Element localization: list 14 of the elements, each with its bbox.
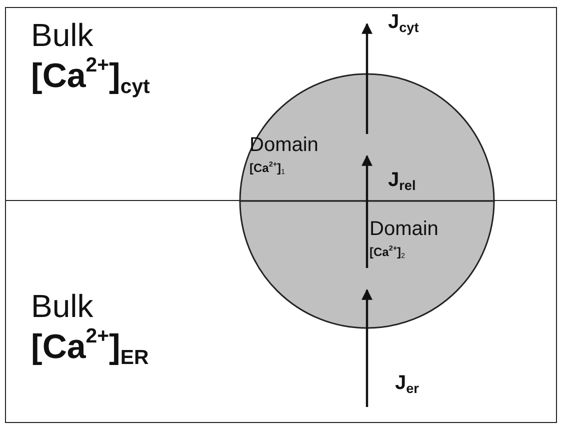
- compartment-region: [5, 7, 557, 202]
- region-heading: Domain: [370, 218, 438, 240]
- flux-label: J$_{rel}$: [388, 170, 416, 190]
- compartment-region: [5, 200, 557, 423]
- concentration-label: [Ca$^{2+}$]$_{2}$: [370, 246, 406, 259]
- concentration-label: [Ca$^{2+}$]$_{cyt}$: [31, 58, 150, 96]
- concentration-label: [Ca$^{2+}$]$_{1}$: [250, 162, 286, 175]
- flux-arrow: [362, 22, 372, 134]
- concentration-label: [Ca$^{2+}$]$_{ER}$: [31, 329, 149, 366]
- flux-arrow: [362, 288, 372, 407]
- region-heading: Bulk: [31, 289, 94, 324]
- region-heading: Bulk: [31, 18, 94, 54]
- flux-label: J$_{er}$: [395, 373, 419, 393]
- flux-arrow: [362, 154, 372, 268]
